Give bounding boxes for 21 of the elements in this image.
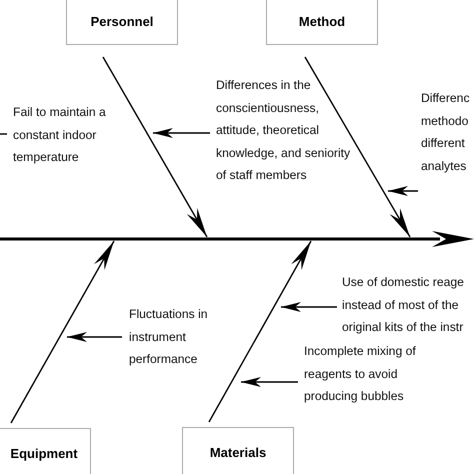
cause-text: Differenc methodo different analytes [421, 87, 470, 177]
cause-text: Incomplete mixing of reagents to avoid producing bubbles [304, 340, 416, 408]
arrow [304, 56, 411, 238]
arrow [10, 240, 115, 424]
arrow [102, 56, 208, 238]
category-box: Personnel [66, 0, 178, 45]
category-box: Materials [182, 427, 294, 474]
category-box: Method [266, 0, 378, 45]
arrow [388, 186, 418, 196]
cause-text: Fail to maintain a constant indoor temperature [13, 101, 106, 168]
arrow [281, 302, 337, 312]
cause-text: Use of domestic reage instead of most of the original kits of the instr [342, 271, 464, 338]
spine-arrow [0, 231, 474, 247]
cause-text: Differences in the conscientiousness, attitude, theoretical knowledge, and seniority of staff members [216, 74, 350, 186]
category-box: Equipment [0, 428, 91, 474]
arrow [67, 332, 122, 342]
cause-text: Fluctuations in instrument performance [129, 303, 208, 370]
line [0, 133, 7, 135]
arrow [241, 377, 298, 387]
arrow [153, 128, 210, 138]
arrow [208, 240, 312, 422]
